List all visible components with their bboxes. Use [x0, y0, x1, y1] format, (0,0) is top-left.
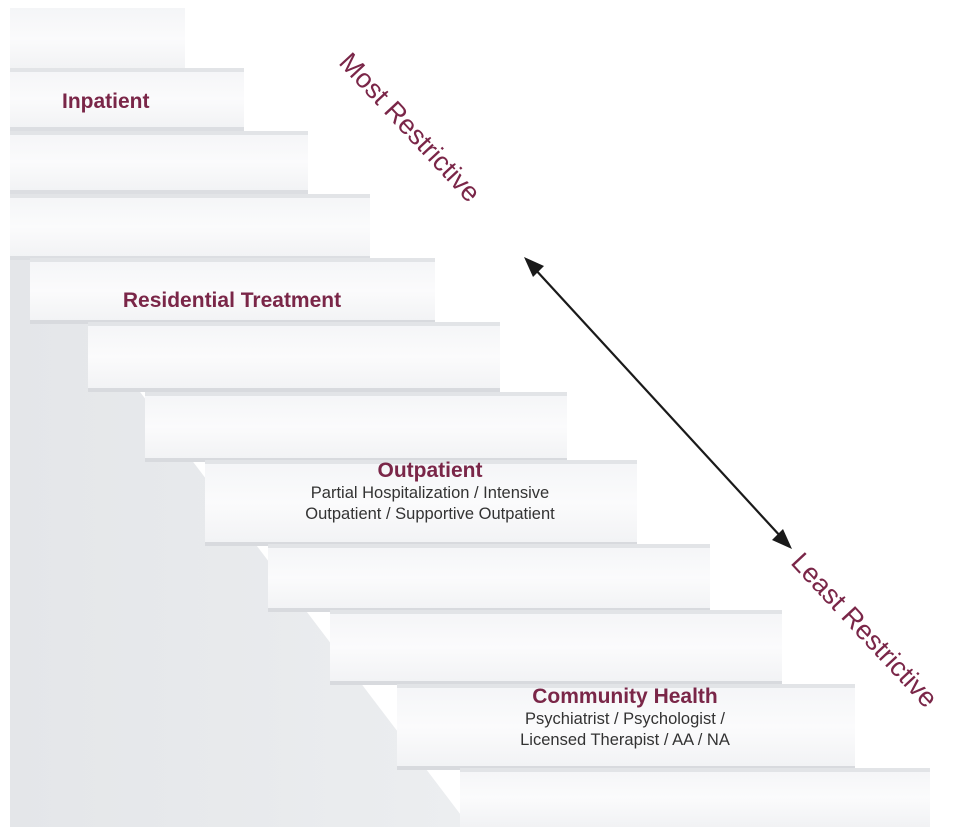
level-title: Residential Treatment [122, 289, 342, 312]
step-9 [330, 610, 782, 685]
arrowhead-top [524, 257, 544, 277]
level-description-line: Partial Hospitalization / Intensive [310, 484, 550, 503]
level-community-health: Community Health Psychiatrist / Psycholo… [450, 684, 800, 751]
level-title: Inpatient [62, 90, 150, 113]
step-0 [10, 8, 185, 70]
level-residential-treatment: Residential Treatment [92, 288, 372, 313]
step-6 [145, 392, 567, 462]
level-title: Outpatient [377, 459, 483, 482]
level-description-line: Psychiatrist / Psychologist / [525, 710, 725, 729]
arrowhead-bottom [772, 529, 792, 549]
level-description-line: Licensed Therapist / AA / NA [520, 730, 730, 749]
step-11 [460, 768, 930, 827]
step-7 [205, 460, 637, 546]
step-1 [10, 68, 244, 131]
step-3 [10, 194, 370, 260]
step-5 [88, 322, 500, 392]
level-outpatient: Outpatient Partial Hospitalization / Int… [240, 458, 620, 525]
step-2 [10, 131, 308, 194]
level-title: Community Health [532, 685, 718, 708]
restriction-arrow [524, 257, 792, 549]
level-inpatient: Inpatient [62, 89, 202, 114]
level-description-line: Outpatient / Supportive Outpatient [305, 504, 555, 523]
step-8 [268, 544, 710, 612]
